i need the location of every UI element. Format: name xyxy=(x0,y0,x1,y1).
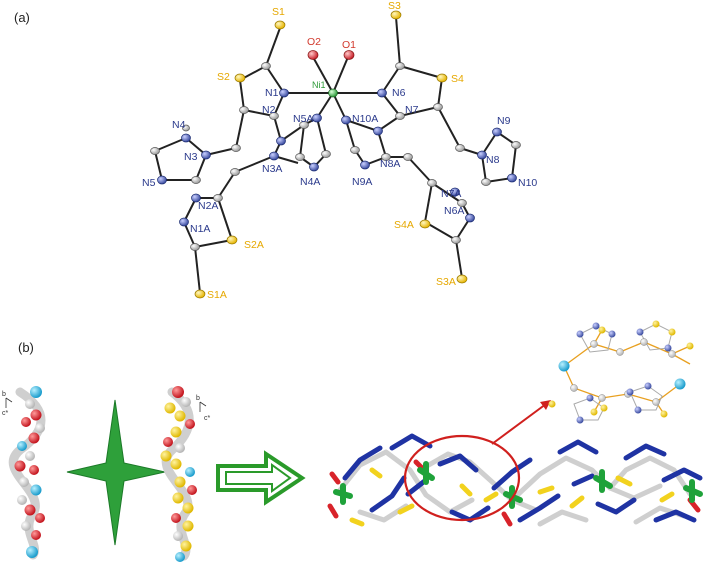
label-N1A: N1A xyxy=(190,223,210,235)
label-N3: N3 xyxy=(184,151,198,163)
bonds xyxy=(154,16,517,294)
left-axis-b: b xyxy=(2,391,6,398)
label-N10: N10 xyxy=(518,177,537,189)
panel-a-label: (a) xyxy=(14,10,30,25)
sulfur-atoms xyxy=(194,10,468,299)
panel-b-label: (b) xyxy=(18,340,34,355)
label-S4A: S4A xyxy=(394,219,414,231)
label-S1A: S1A xyxy=(207,289,227,301)
coordination-chain xyxy=(327,433,703,527)
dimer-inset xyxy=(548,320,694,424)
label-S4: S4 xyxy=(451,73,464,85)
label-N4A: N4A xyxy=(300,176,320,188)
label-O1: O1 xyxy=(342,39,356,51)
right-axis-indicator: b c* xyxy=(196,395,211,422)
label-S2A: S2A xyxy=(244,239,264,251)
label-S3A: S3A xyxy=(436,276,456,288)
right-helix: b c* xyxy=(160,386,211,562)
label-S2: S2 xyxy=(217,71,230,83)
label-N7A: N7A xyxy=(441,188,461,200)
label-N1: N1 xyxy=(265,87,279,99)
label-N5: N5 xyxy=(142,177,156,189)
hollow-arrow xyxy=(216,450,306,506)
label-N8A: N8A xyxy=(380,158,400,170)
label-N10A: N10A xyxy=(352,113,378,125)
label-N6: N6 xyxy=(392,87,406,99)
atom-labels: S1 S3 O2 O1 S2 S4 Ni1 N1 N6 N2 N7 N5A N1… xyxy=(142,0,537,301)
nickel-atom xyxy=(328,88,338,98)
label-N4: N4 xyxy=(172,119,186,131)
nickel-node-star xyxy=(66,399,166,546)
right-axis-b: b xyxy=(196,395,200,402)
label-Ni1: Ni1 xyxy=(312,80,326,90)
label-N7: N7 xyxy=(405,104,419,116)
highlight-ellipse xyxy=(403,434,521,522)
label-N6A: N6A xyxy=(444,205,464,217)
left-axis-indicator: b c* xyxy=(2,391,13,417)
nitrogen-atoms xyxy=(157,88,517,227)
label-N5A: N5A xyxy=(293,113,313,125)
label-N8: N8 xyxy=(486,154,500,166)
label-S1: S1 xyxy=(272,6,285,18)
ortep-molecule: S1 S3 O2 O1 S2 S4 Ni1 N1 N6 N2 N7 N5A N1… xyxy=(142,0,537,301)
label-N2A: N2A xyxy=(198,200,218,212)
label-N2: N2 xyxy=(262,104,276,116)
right-axis-c: c* xyxy=(204,415,211,422)
label-N3A: N3A xyxy=(262,163,282,175)
label-N9: N9 xyxy=(497,115,511,127)
left-axis-c: c* xyxy=(2,410,9,417)
left-helix: b c* xyxy=(2,386,46,560)
label-S3: S3 xyxy=(388,0,401,12)
carbon-atoms xyxy=(150,62,521,251)
oxygen-atoms xyxy=(307,50,355,60)
callout-arrow xyxy=(491,400,551,445)
label-O2: O2 xyxy=(307,36,321,48)
label-N9A: N9A xyxy=(352,176,372,188)
